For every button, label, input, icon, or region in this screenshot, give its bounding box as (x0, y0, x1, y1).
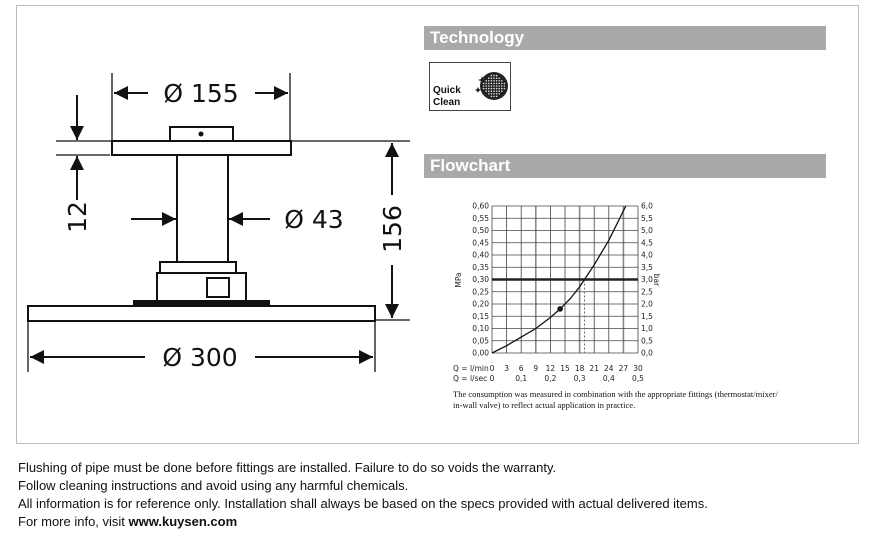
footer-line-4: For more info, visit (18, 514, 129, 529)
quick-clean-shower-icon (475, 72, 508, 100)
website-link[interactable]: www.kuysen.com (128, 514, 238, 529)
footer-line-2: Follow cleaning instructions and avoid u… (18, 478, 409, 493)
footer-notes: Flushing of pipe must be done before fit… (18, 459, 708, 531)
footer-line-1: Flushing of pipe must be done before fit… (18, 460, 557, 475)
footer-line-3: All information is for reference only. I… (18, 496, 708, 511)
content-frame (16, 5, 859, 444)
badge-line2: Clean (433, 97, 461, 108)
badge-line1: Quick (433, 85, 461, 96)
flowchart-header: Flowchart (424, 154, 826, 178)
technology-header: Technology (424, 26, 826, 50)
